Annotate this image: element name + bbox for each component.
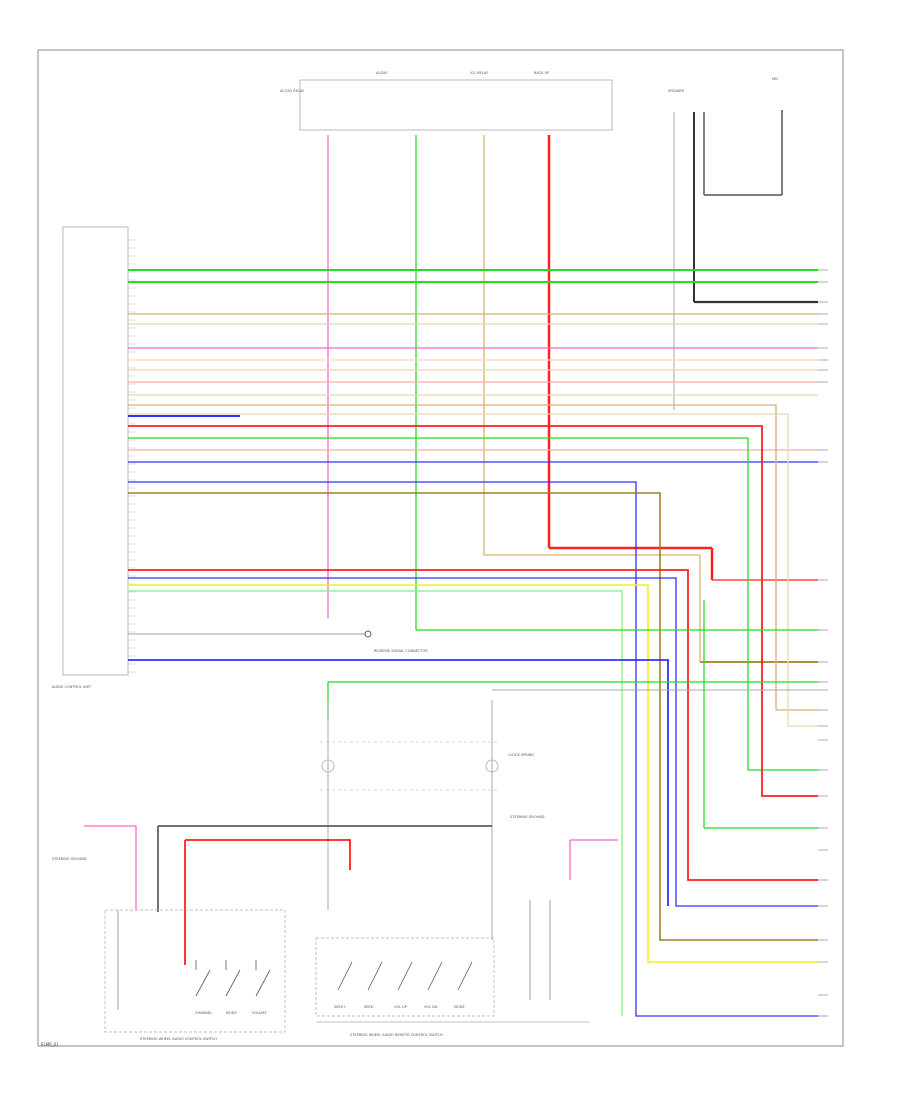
fuse-label-1: ACC/IG RELAY: [280, 89, 305, 93]
right-connector-pins: [818, 269, 828, 1017]
switch-contact: [427, 961, 443, 991]
sw-right-5: MODE: [454, 1005, 465, 1009]
clock-spring-label: CLOCK SPRING: [508, 753, 534, 757]
audio-unit: AUDIO CONTROL UNIT: [52, 226, 129, 689]
right-switch-contacts: [337, 961, 473, 991]
sw-left-3: VOLUME: [252, 1011, 267, 1015]
switch-contact: [397, 961, 413, 991]
speaker-feeds: [673, 110, 818, 410]
sw-right-1: SEEK+: [334, 1005, 346, 1009]
diagram-border: [37, 49, 844, 1047]
switch-contact: [195, 969, 211, 997]
right-switch-label: STEERING WHEEL AUDIO REMOTE CONTROL SWIT…: [350, 1033, 443, 1037]
switch-contact: [225, 969, 241, 997]
routed-circuits: [128, 404, 818, 1017]
mid-component-label: REVERSE SIGNAL CONNECTOR: [374, 649, 428, 653]
left-switch-contacts: [195, 960, 271, 997]
sw-right-4: VOL DN: [424, 1005, 438, 1009]
reverse-signal-connector: REVERSE SIGNAL CONNECTOR: [128, 630, 428, 653]
fuse-label-4: BACK UP: [534, 71, 549, 75]
bottom-section: CLOCK SPRING STEERING GROUND STEERING GR…: [52, 700, 618, 1041]
unit-pin-column: [128, 239, 136, 673]
speaker-label: SPEAKER: [668, 89, 684, 93]
fuse-label-3: IG1 RELAY: [470, 71, 489, 75]
switch-contact: [255, 969, 271, 997]
sw-right-3: VOL UP: [394, 1005, 407, 1009]
top-fuse-box: ACC/IG RELAY AUDIO IG1 RELAY BACK UP: [280, 71, 613, 131]
switch-contact: [457, 961, 473, 991]
sw-right-2: SEEK-: [364, 1005, 375, 1009]
audio-unit-label: AUDIO CONTROL UNIT: [52, 685, 92, 689]
horizontal-circuits: [128, 269, 818, 463]
mic-label: MIC: [772, 77, 779, 81]
left-switch-label: STEERING WHEEL AUDIO CONTROL SWITCH: [140, 1037, 217, 1041]
sw-left-1: CHANNEL: [195, 1011, 212, 1015]
footer-code: ELMP_01: [41, 1042, 59, 1047]
left-ground-label: STEERING GROUND: [52, 857, 87, 861]
switch-contact: [337, 961, 353, 991]
switch-contact: [367, 961, 383, 991]
sw-left-2: MODE: [226, 1011, 237, 1015]
top-feeds: [327, 135, 818, 663]
fuse-label-2: AUDIO: [376, 71, 388, 75]
right-ground-label: STEERING GROUND: [510, 815, 545, 819]
